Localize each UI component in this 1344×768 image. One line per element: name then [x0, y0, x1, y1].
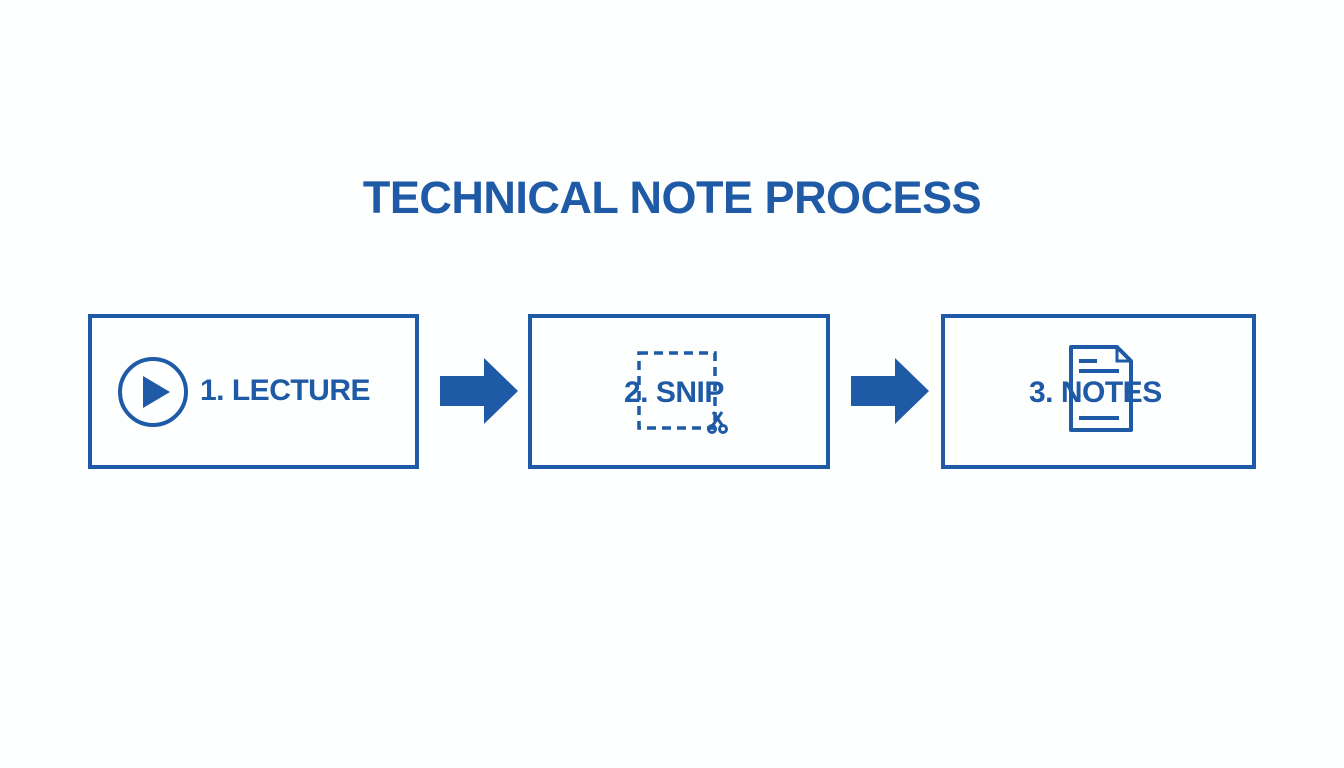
step-label: 2. SNIP	[624, 376, 724, 409]
arrow-right-icon	[440, 358, 518, 424]
diagram-title: TECHNICAL NOTE PROCESS	[362, 172, 982, 223]
step-snip-box: 2. SNIP	[528, 314, 830, 469]
step-lecture-box: 1. LECTURE	[88, 314, 419, 469]
step-notes-box: 3. NOTES	[941, 314, 1256, 469]
step-label: 1. LECTURE	[200, 374, 371, 407]
step-label: 3. NOTES	[1029, 376, 1162, 409]
arrow-right-icon	[851, 358, 929, 424]
scissors-icon	[707, 411, 728, 434]
play-circle-icon	[118, 357, 188, 427]
document-icon	[1069, 345, 1133, 432]
dashed-selection-scissors-icon	[637, 351, 728, 434]
